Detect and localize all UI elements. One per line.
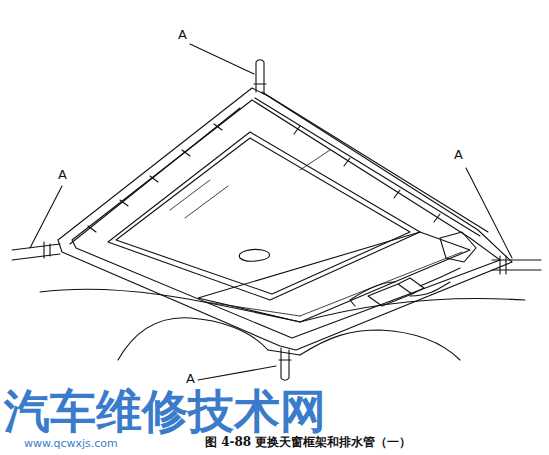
tube-clamp [500, 256, 506, 274]
headliner-opening [300, 330, 460, 360]
headliner-opening [118, 318, 268, 360]
watermark: 汽车维修技术网 [4, 386, 326, 437]
sunshade [198, 232, 470, 322]
wire-harness [350, 268, 460, 306]
drain-fitting [440, 232, 476, 262]
headliner-edge [268, 350, 300, 355]
sunshade-edge [206, 252, 462, 316]
leader-line [190, 44, 254, 74]
drain-tube [281, 348, 289, 380]
frame-tab [294, 126, 440, 222]
tube-clamp [254, 83, 266, 84]
leader-line [30, 186, 62, 248]
callout-letter: A [186, 372, 195, 386]
glass-reflection [170, 150, 330, 218]
callout-letter: A [58, 168, 67, 182]
callout-letter: A [454, 148, 463, 162]
tube-clamp [44, 242, 50, 258]
glass-panel-edge [116, 138, 410, 294]
callout-letter: A [178, 28, 187, 42]
glass-handle [239, 249, 269, 261]
drain-tube [492, 260, 541, 270]
leader-line [466, 168, 512, 258]
drain-tube [256, 60, 264, 94]
sunroof-frame [58, 88, 512, 350]
watermark-url: www.qcwxjs.com [24, 438, 118, 450]
sunroof-motor [368, 278, 424, 306]
side-rail [70, 108, 240, 244]
sunroof-frame-inner [72, 100, 500, 338]
glass-panel [108, 132, 420, 300]
side-rail [255, 92, 488, 236]
frame-tab [88, 124, 222, 232]
leader-line [198, 366, 276, 380]
tube-clamp [279, 359, 291, 360]
drain-tube [12, 244, 60, 260]
figure-caption: 图 4-88 更换天窗框架和排水管（一） [205, 436, 411, 449]
